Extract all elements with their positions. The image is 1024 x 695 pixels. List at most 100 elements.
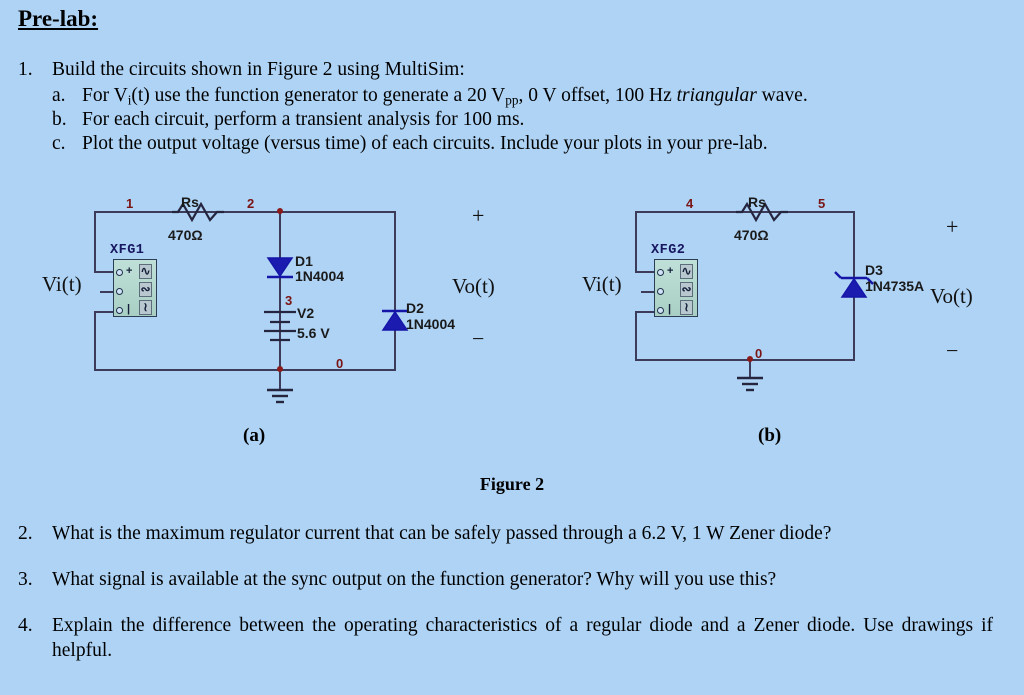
list-marker-2: 2. [18,523,33,544]
node-dot-a-2 [277,208,283,214]
xfg1-pin-minus [116,307,123,314]
wire-b-src-bot [635,311,657,313]
xfg1-pin-plus [116,269,123,276]
list-item-1a: a. For Vi(t) use the function generator … [52,84,1002,113]
output-label-a: Vo(t) [452,274,495,298]
battery-v2-name: V2 [297,305,315,321]
resistor-a-name: Rs [181,194,199,210]
list-marker-1: 1. [18,59,33,80]
diode-d2-name: D2 [406,300,424,316]
list-marker-3: 3. [18,569,33,590]
output-plus-a: + [472,203,485,228]
diode-d1-name: D1 [295,253,313,269]
xfg2-pin-plus [657,269,664,276]
xfg2-body[interactable]: + | ∿ ∾ ≀ [654,259,698,317]
list-text-3: What signal is available at the sync out… [52,569,777,590]
diode-d1-symbol [266,257,294,279]
node-dot-a-0 [277,366,283,372]
node-label-a-2: 2 [247,196,255,211]
diode-d2-symbol [381,309,409,331]
xfg2-wave-square-icon: ≀ [680,300,693,315]
ground-b-symbol [737,376,763,392]
wire-a-left-down [94,211,96,273]
text-frag-a3: , 0 V offset, 100 Hz [518,85,677,106]
node-label-a-3: 3 [285,293,293,308]
diode-d1-part: 1N4004 [295,268,345,284]
list-marker-1c: c. [52,133,66,154]
xfg1-body[interactable]: + | ∿ ∾ ≀ [113,259,157,317]
output-minus-a: − [472,326,485,351]
input-label-b: Vi(t) [582,272,622,296]
list-item-4: 4. Explain the difference between the op… [18,613,993,663]
text-sub-i: i [127,92,132,108]
wire-a-right-branch [394,211,396,369]
list-text-1: Build the circuits shown in Figure 2 usi… [52,59,465,80]
xfg1-pin-common [116,288,123,295]
wire-b-top [635,211,855,213]
input-label-a: Vi(t) [42,272,82,296]
node-label-b-5: 5 [818,196,826,211]
text-frag-a2: (t) use the function generator to genera… [131,85,506,106]
wire-b-left-bottom [635,311,637,361]
list-marker-1a: a. [52,85,66,106]
list-text-1c: Plot the output voltage (versus time) of… [82,133,768,154]
wire-b-src-mid [641,291,657,293]
xfg1-plus-label: + [126,265,133,277]
resistor-a-value: 470Ω [168,227,203,243]
diode-d3-name: D3 [865,262,883,278]
text-frag-a1: For V [82,85,128,106]
ground-a-symbol [267,388,293,404]
list-text-1b: For each circuit, perform a transient an… [82,109,525,130]
list-marker-4: 4. [18,615,33,636]
diode-d3-zener-symbol [834,271,874,298]
diode-d3-part: 1N4735A [865,278,925,294]
circuit-diagram-a: 1 2 3 0 Rs 470Ω D1 1N4004 V2 5.6 V [0,0,520,420]
page-title: Pre-lab: [18,6,99,31]
text-frag-italic: triangular [676,85,757,106]
xfg2-wave-triangle-icon: ∾ [680,282,693,297]
figure-caption: Figure 2 [479,474,545,494]
xfg1-wave-sine-icon: ∿ [139,264,152,279]
xfg2-label: XFG2 [651,243,686,258]
resistor-b-value: 470Ω [734,227,769,243]
wire-a-src-top [94,271,116,273]
wire-a-src-bot [94,311,116,313]
circuit-diagram-b: 4 5 0 Rs 470Ω D3 1N4735A XFG2 + [560,0,1024,420]
xfg2-wave-sine-icon: ∿ [680,264,693,279]
xfg2-minus-label: | [668,303,672,315]
list-item-2: 2. What is the maximum regulator current… [18,521,998,546]
output-minus-b: − [946,338,959,363]
node-label-b-0: 0 [755,346,763,361]
list-item-1c: c. Plot the output voltage (versus time)… [52,132,1002,156]
resistor-a-symbol [172,201,224,223]
list-marker-1b: b. [52,109,67,130]
list-text-1a: For Vi(t) use the function generator to … [82,84,1002,113]
node-dot-b-0 [747,356,753,362]
list-text-2: What is the maximum regulator current th… [52,523,832,544]
text-frag-a4: wave. [756,85,808,106]
battery-v2-symbol [264,310,296,342]
node-label-a-1: 1 [126,196,134,211]
wire-a-top [94,211,396,213]
node-label-b-4: 4 [686,196,694,211]
wire-a-gnd-stub [279,369,281,391]
node-label-a-0: 0 [336,356,344,371]
xfg1-wave-square-icon: ≀ [139,300,152,315]
wire-b-gnd-stub [749,359,751,379]
list-item-1b: b. For each circuit, perform a transient… [52,108,1002,132]
battery-v2-value: 5.6 V [297,325,330,341]
xfg2-pin-minus [657,307,664,314]
list-item-1: 1. Build the circuits shown in Figure 2 … [18,57,998,82]
wire-a-src-mid [100,291,116,293]
list-item-3: 3. What signal is available at the sync … [18,567,998,592]
xfg2-plus-label: + [667,265,674,277]
figure-sublabel-b: (b) [758,425,782,446]
diode-d2-part: 1N4004 [406,316,456,332]
xfg1-minus-label: | [127,303,131,315]
output-label-b: Vo(t) [930,284,973,308]
xfg1-wave-triangle-icon: ∾ [139,282,152,297]
list-text-4: Explain the difference between the opera… [52,615,993,661]
wire-b-src-top [635,271,657,273]
wire-a-bottom [94,369,396,371]
